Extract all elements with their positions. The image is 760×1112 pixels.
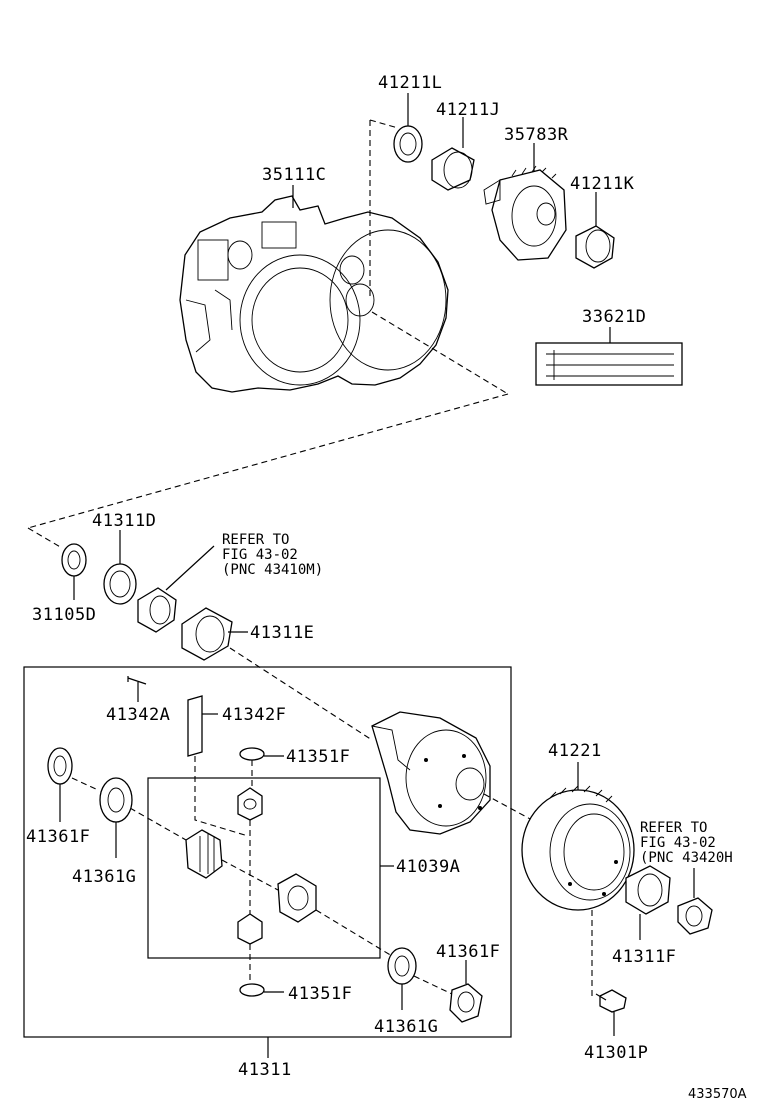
refer-upper-line2: FIG 43-02 xyxy=(222,547,298,563)
label-41211J: 41211J xyxy=(436,100,500,120)
bolt-41301P-icon xyxy=(595,989,627,1013)
label-41311: 41311 xyxy=(238,1060,292,1080)
ring-gear-41221-icon xyxy=(521,785,635,911)
bearing-41211J-icon xyxy=(431,147,475,191)
bearing-41311E-icon xyxy=(181,607,233,661)
label-41039A: 41039A xyxy=(396,857,460,877)
washer-41311D-icon xyxy=(103,563,137,605)
transaxle-case-icon xyxy=(179,195,449,393)
label-41342A: 41342A xyxy=(106,705,170,725)
refer-upper-line1: REFER TO xyxy=(222,532,289,548)
label-plate-33621D-icon xyxy=(535,342,683,386)
washer-41361G-right-icon xyxy=(387,947,417,985)
washer-41361G-left-icon xyxy=(99,777,133,823)
bearing-43420H-icon xyxy=(677,897,713,935)
figure-number: 433570A xyxy=(688,1087,747,1102)
label-41311F: 41311F xyxy=(612,947,676,967)
refer-right-line3: (PNC 43420H xyxy=(640,850,733,866)
pinion-shaft-41342F-icon xyxy=(187,695,203,757)
label-35783R: 35783R xyxy=(504,125,569,145)
label-41342F: 41342F xyxy=(222,705,286,725)
thrust-washer-41351F-top-icon xyxy=(239,747,265,761)
pinion-gear-bottom-icon xyxy=(237,913,263,945)
label-35111C: 35111C xyxy=(262,165,326,185)
label-41221: 41221 xyxy=(548,741,602,761)
washer-41361F-left-icon xyxy=(47,747,73,785)
refer-upper-line3: (PNC 43410M) xyxy=(222,562,323,578)
bearing-41211K-icon xyxy=(575,225,615,269)
bearing-43410M-icon xyxy=(137,587,177,633)
label-41211L: 41211L xyxy=(378,73,442,93)
label-31105D: 31105D xyxy=(32,605,96,625)
pin-41342A-icon xyxy=(127,676,147,685)
label-41361F-left: 41361F xyxy=(26,827,90,847)
label-41361G-right: 41361G xyxy=(374,1017,438,1037)
label-41211K: 41211K xyxy=(570,174,635,194)
label-41361F-right: 41361F xyxy=(436,942,500,962)
refer-right-line2: FIG 43-02 xyxy=(640,835,716,851)
oil-seal-31105D-icon xyxy=(61,543,87,577)
bearing-41311F-icon xyxy=(625,865,671,915)
label-41351F-top: 41351F xyxy=(286,747,350,767)
kit-box-41039A xyxy=(147,777,381,959)
label-41311D: 41311D xyxy=(92,511,156,531)
differential-case-icon xyxy=(371,711,491,835)
label-41361G-left: 41361G xyxy=(72,867,136,887)
label-33621D: 33621D xyxy=(582,307,646,327)
washer-41361F-right-icon xyxy=(449,983,483,1023)
pinion-gear-top-icon xyxy=(237,787,263,821)
side-gear-left-icon xyxy=(185,829,223,879)
refer-right-line1: REFER TO xyxy=(640,820,707,836)
thrust-washer-41351F-bottom-icon xyxy=(239,983,265,997)
label-41311E: 41311E xyxy=(250,623,314,643)
side-gear-right-icon xyxy=(277,873,317,923)
drive-gear-35783R-icon xyxy=(483,165,567,261)
label-41301P: 41301P xyxy=(584,1043,648,1063)
label-41351F-bottom: 41351F xyxy=(288,984,352,1004)
washer-41211L-icon xyxy=(393,125,423,163)
